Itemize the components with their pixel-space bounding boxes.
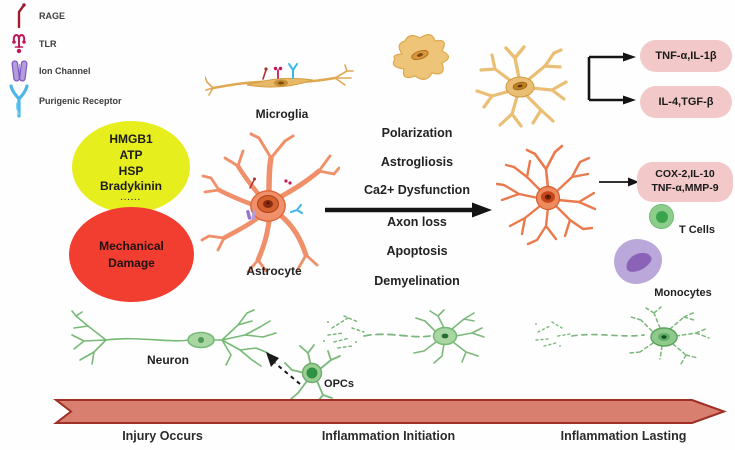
opc-cell	[283, 343, 345, 403]
ion-channel-icon	[6, 58, 32, 84]
cytokine-box-astrocyte: COX-2,IL-10 TNF-α,MMP-9	[637, 162, 733, 202]
timeline-banner-arrow	[50, 396, 730, 428]
activated-microglia-cell	[471, 44, 573, 132]
monocyte-cell	[614, 239, 662, 284]
mechanical-damage-ellipse: Mechanical Damage	[69, 207, 194, 302]
signal-hmgb1: HMGB1	[109, 132, 153, 147]
legend-item-ion-channel: Ion Channel	[6, 58, 91, 84]
astrocyte-cell	[198, 128, 340, 280]
signal-ellipsis: ......	[120, 194, 142, 202]
process-ca2-dysfunction: Ca2+ Dysfunction	[364, 183, 470, 197]
signal-hsp: HSP	[118, 163, 144, 178]
legend-label-ion-channel: Ion Channel	[39, 66, 91, 76]
microglia-rage-receptor-icon	[262, 67, 268, 80]
signal-atp: ATP	[119, 147, 143, 162]
legend-label-purigenic-receptor: Purigenic Receptor	[39, 96, 122, 106]
purigenic-receptor-icon	[6, 84, 32, 118]
mechanical-damage-line2: Damage	[108, 255, 155, 270]
resting-microglia-cell	[205, 62, 355, 106]
t-cell-nucleus	[655, 210, 668, 223]
microglia-label: Microglia	[255, 107, 309, 121]
process-demyelination: Demyelination	[374, 274, 460, 288]
rage-icon	[6, 2, 32, 29]
opc-to-neuron-dashed-arrow	[258, 348, 306, 390]
cytokine-box-m1: TNF-α,IL-1β	[640, 40, 732, 72]
healthy-neuron-cell	[68, 308, 296, 370]
stage-inflammation-initiation: Inflammation Initiation	[321, 429, 456, 443]
astrocyte-purigenic-receptor-icon	[289, 203, 304, 215]
process-polarization: Polarization	[381, 126, 453, 140]
astrocyte-rage-receptor-icon	[249, 177, 256, 189]
degraded-neuron-cell	[530, 306, 735, 368]
process-apoptosis: Apoptosis	[386, 244, 448, 258]
legend-label-rage: RAGE	[39, 10, 66, 21]
cytokine-box-m2: IL-4,TGF-β	[640, 86, 732, 118]
microglia-purigenic-receptor-icon	[288, 63, 298, 79]
monocyte-nucleus	[622, 248, 654, 275]
microglia-output-bracket-arrows	[584, 48, 642, 110]
stage-inflammation-lasting: Inflammation Lasting	[560, 429, 687, 443]
monocytes-label: Monocytes	[654, 287, 712, 299]
t-cell	[649, 204, 674, 229]
cytokine-m2-text: IL-4,TGF-β	[658, 96, 714, 108]
process-astrogliosis: Astrogliosis	[380, 155, 454, 169]
neuron-label: Neuron	[147, 353, 189, 367]
process-axon-loss: Axon loss	[387, 215, 447, 229]
activated-astrocyte-cell	[494, 142, 606, 254]
microglia-tlr-receptor-icon	[273, 66, 283, 79]
astrocyte-label: Astrocyte	[246, 264, 302, 278]
tlr-icon	[6, 31, 32, 56]
opcs-label: OPCs	[324, 378, 354, 390]
t-cells-label: T Cells	[678, 224, 716, 236]
legend-item-tlr: TLR	[6, 31, 57, 56]
stage-injury-occurs: Injury Occurs	[122, 429, 203, 443]
astrocyte-ion-channel-icon	[246, 209, 256, 221]
progression-arrow	[322, 199, 497, 221]
legend-item-rage: RAGE	[6, 2, 65, 29]
mechanical-damage-line1: Mechanical	[99, 239, 164, 254]
degrading-neuron-cell	[316, 308, 488, 366]
cytokine-a1-line1: COX-2,IL-10	[655, 168, 715, 181]
cytokine-m1-text: TNF-α,IL-1β	[655, 50, 717, 62]
amoeboid-microglia-cell	[382, 29, 462, 89]
cytokine-a1-line2: TNF-α,MMP-9	[651, 182, 719, 194]
legend-label-tlr: TLR	[39, 38, 57, 49]
astrocyte-tlr-receptor-icon	[284, 179, 292, 185]
astrocyte-output-arrow	[597, 174, 643, 190]
legend-item-purigenic-receptor: Purigenic Receptor	[6, 84, 122, 118]
damage-signals-ellipse: HMGB1 ATP HSP Bradykinin ......	[72, 121, 190, 213]
signal-bradykinin: Bradykinin	[99, 179, 162, 194]
